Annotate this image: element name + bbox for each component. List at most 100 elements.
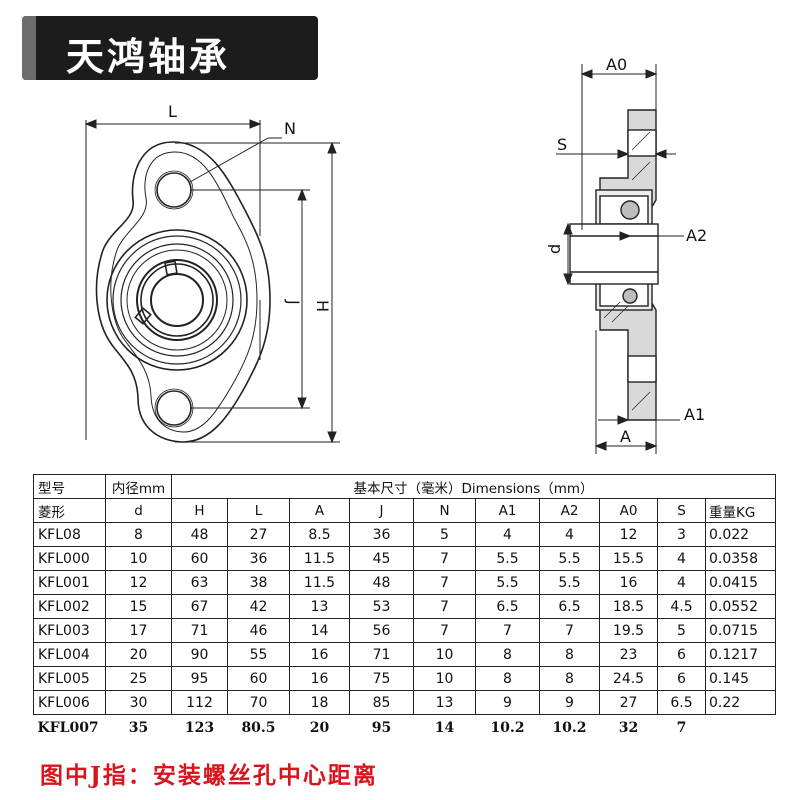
cell-d: 30 (105, 690, 172, 715)
header-bore: 内径mm (105, 474, 172, 499)
front-view-drawing: L N J H (84, 102, 340, 444)
table-header-row-1: 型号 内径mm 基本尺寸（毫米）Dimensions（mm） (33, 474, 776, 499)
cell-model: KFL08 (33, 522, 106, 547)
cell-A: 11.5 (289, 546, 350, 571)
header-A: A (289, 498, 350, 523)
set-screw-bottom (134, 307, 152, 325)
cell-H: 112 (171, 690, 228, 715)
cell-J: 48 (349, 570, 414, 595)
side-view-drawing: A0 S d A2 A1 A (545, 55, 707, 454)
cell-model: KFL000 (33, 546, 106, 571)
cell-A2: 6.5 (539, 594, 600, 619)
footnote: 图中J指：安装螺丝孔中心距离 (40, 762, 378, 789)
header-model: 型号 (33, 474, 106, 499)
cell-d: 15 (105, 594, 172, 619)
top-bolt-hole (156, 172, 192, 208)
cell-A: 8.5 (289, 522, 350, 547)
dim-label-A1: A1 (684, 405, 705, 424)
cell-A2: 4 (539, 522, 600, 547)
cell-weight: 0.145 (705, 666, 776, 691)
dim-label-N: N (284, 119, 296, 138)
cell-L: 55 (227, 642, 290, 667)
brand-title: 天鸿轴承 (66, 34, 231, 79)
cell-d: 20 (105, 642, 172, 667)
cell-H: 123 (184, 720, 215, 736)
cell-H: 67 (171, 594, 228, 619)
cell-S: 6.5 (657, 690, 706, 715)
cell-model: KFL006 (33, 690, 106, 715)
cell-A0: 12 (599, 522, 658, 547)
cell-J: 56 (349, 618, 414, 643)
cell-A0: 24.5 (599, 666, 658, 691)
cell-N: 7 (413, 570, 476, 595)
cell-weight: 0.0715 (705, 618, 776, 643)
cell-A1: 5.5 (475, 570, 540, 595)
flange-inner-outline (110, 151, 258, 433)
cell-L: 80.5 (241, 720, 276, 736)
cell-weight (706, 715, 776, 742)
dim-label-J: J (284, 299, 303, 305)
cell-A0: 23 (599, 642, 658, 667)
cell-S: 4 (657, 546, 706, 571)
ball-top (620, 200, 640, 220)
header-H: H (171, 498, 228, 523)
cell-N: 10 (413, 642, 476, 667)
cell-A: 11.5 (289, 570, 350, 595)
cell-model: KFL007 (37, 720, 99, 736)
cell-A1: 8 (475, 666, 540, 691)
banner-accent-bar (22, 16, 36, 80)
ball-bottom (622, 288, 638, 304)
cell-J: 71 (349, 642, 414, 667)
cell-weight: 0.022 (705, 522, 776, 547)
cell-d: 12 (105, 570, 172, 595)
cell-A: 18 (289, 690, 350, 715)
cell-J: 85 (349, 690, 414, 715)
cell-A2: 8 (539, 642, 600, 667)
cell-d: 8 (105, 522, 172, 547)
dim-label-L: L (168, 102, 177, 121)
cell-A2: 5.5 (539, 546, 600, 571)
cell-S: 6 (657, 666, 706, 691)
cell-A2: 8 (539, 666, 600, 691)
cell-A1: 7 (475, 618, 540, 643)
cell-L: 36 (227, 546, 290, 571)
cell-A0: 19.5 (599, 618, 658, 643)
cell-A1: 4 (475, 522, 540, 547)
cell-d: 10 (105, 546, 172, 571)
table-row-kfl007: KFL007 35 123 80.5 20 95 14 10.2 10.2 32… (34, 715, 776, 742)
dim-label-A2: A2 (686, 226, 707, 245)
cell-weight: 0.1217 (705, 642, 776, 667)
table-header-row-2: 菱形 d H L A J N A1 A2 A0 S 重量KG (33, 498, 776, 523)
cell-H: 48 (171, 522, 228, 547)
dim-label-d: d (545, 244, 564, 254)
dim-label-A: A (620, 427, 631, 446)
cell-weight: 0.22 (705, 690, 776, 715)
bore (150, 273, 204, 327)
cell-d: 25 (105, 666, 172, 691)
cell-A2: 10.2 (552, 720, 587, 736)
header-A0: A0 (599, 498, 658, 523)
cell-L: 38 (227, 570, 290, 595)
cell-L: 42 (227, 594, 290, 619)
cell-J: 36 (349, 522, 414, 547)
cell-J: 45 (349, 546, 414, 571)
cell-model: KFL004 (33, 642, 106, 667)
header-weight: 重量KG (705, 498, 776, 523)
header-J: J (349, 498, 414, 523)
cell-H: 71 (171, 618, 228, 643)
header-S: S (657, 498, 706, 523)
spec-table: 型号 内径mm 基本尺寸（毫米）Dimensions（mm） 菱形 d H L … (33, 474, 776, 741)
cell-A1: 5.5 (475, 546, 540, 571)
cell-A1: 9 (475, 690, 540, 715)
bearing-inner-ring (136, 259, 218, 341)
cell-A: 14 (289, 618, 350, 643)
cell-weight: 0.0415 (705, 570, 776, 595)
cell-H: 60 (171, 546, 228, 571)
